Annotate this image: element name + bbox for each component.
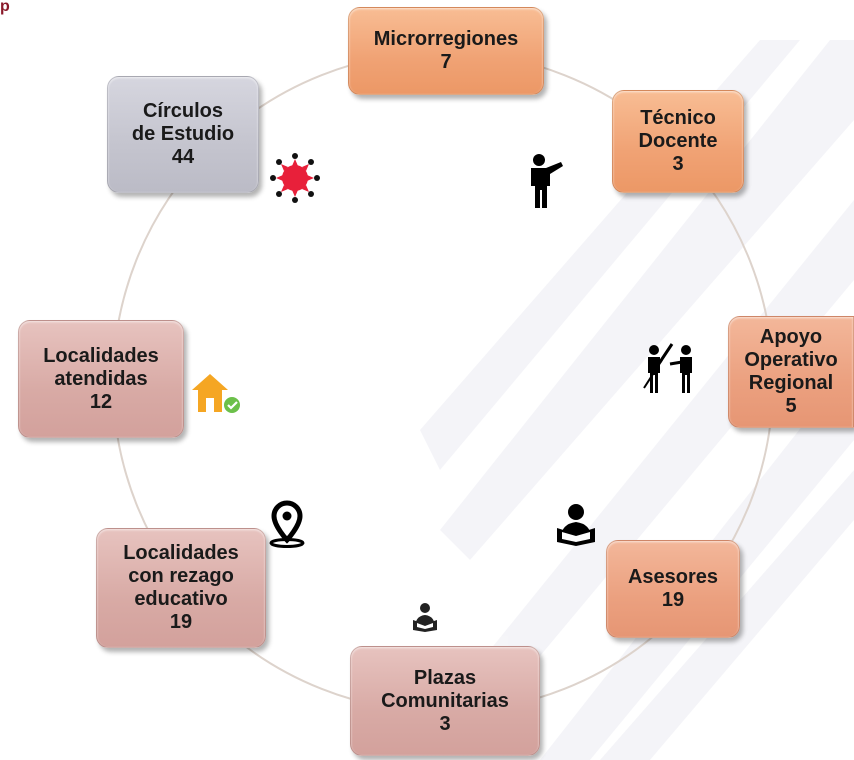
- node-value: 3: [672, 153, 684, 175]
- student-reading-icon: [413, 603, 437, 632]
- node-plazas-comunitarias: Plazas Comunitarias 3: [350, 646, 540, 756]
- node-label: Regional: [748, 372, 834, 394]
- node-value: 12: [89, 390, 113, 413]
- node-value: 19: [661, 589, 685, 611]
- node-localidades-atendidas: Localidades atendidas 12: [18, 320, 184, 438]
- node-microrregiones: Microrregiones 7: [348, 7, 544, 95]
- node-label: Técnico: [640, 107, 716, 129]
- study-circle-icon: [270, 153, 320, 203]
- node-label: Círculos: [142, 100, 224, 122]
- node-value: 19: [169, 611, 193, 633]
- node-label: Localidades: [123, 542, 239, 564]
- node-label: con rezago: [128, 565, 234, 587]
- teacher-pointing-icon: [531, 154, 563, 208]
- advisor-reading-icon: [557, 504, 595, 546]
- node-tecnico-docente: Técnico Docente 3: [612, 90, 744, 193]
- node-label: educativo: [134, 588, 228, 610]
- node-label: Localidades: [43, 344, 159, 367]
- location-pin-icon: [269, 500, 305, 548]
- node-value: 44: [171, 146, 195, 168]
- node-label: Operativo: [744, 349, 838, 371]
- node-asesores: Asesores 19: [606, 540, 740, 638]
- support-team-icon: [643, 343, 692, 393]
- node-value: 5: [785, 395, 797, 417]
- node-label: Apoyo: [759, 326, 823, 348]
- node-circulos-estudio: Círculos de Estudio 44: [107, 76, 259, 193]
- house-check-icon: [192, 374, 240, 413]
- node-label: Plazas: [413, 666, 477, 689]
- node-apoyo-operativo-regional: Apoyo Operativo Regional 5: [728, 316, 854, 428]
- node-value: 3: [439, 712, 451, 735]
- node-label: Docente: [638, 130, 718, 152]
- node-label: Asesores: [627, 566, 719, 588]
- header-fragment: p: [0, 0, 11, 15]
- node-label: de Estudio: [131, 123, 235, 145]
- node-localidades-rezago: Localidades con rezago educativo 19: [96, 528, 266, 648]
- node-label: atendidas: [54, 367, 148, 390]
- node-value: 7: [440, 51, 452, 73]
- node-label: Microrregiones: [373, 28, 519, 50]
- node-label: Comunitarias: [381, 689, 509, 712]
